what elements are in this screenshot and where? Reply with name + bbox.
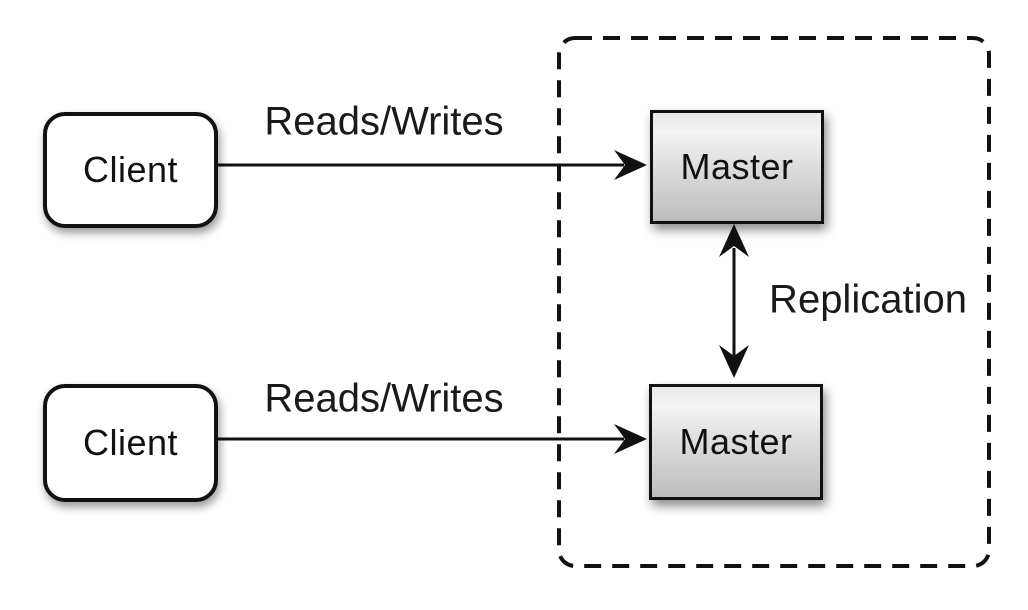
master-node-top: Master [650, 110, 824, 224]
master-node-top-label: Master [680, 146, 794, 187]
reads-writes-arrow-top [210, 150, 647, 180]
client-node-top-label: Client [82, 149, 179, 190]
client-node-top: Client [43, 112, 218, 228]
replication-arrow [719, 224, 749, 378]
replication-label: Replication [769, 277, 967, 322]
master-node-bottom-label: Master [679, 421, 793, 462]
client-node-bottom: Client [43, 384, 218, 502]
arrowhead-right-icon [614, 424, 647, 454]
master-node-bottom: Master [649, 384, 823, 500]
reads-writes-arrow-bottom [210, 424, 647, 454]
reads-writes-label-top: Reads/Writes [264, 99, 504, 144]
client-node-bottom-label: Client [82, 422, 179, 463]
reads-writes-label-bottom: Reads/Writes [264, 376, 504, 421]
master-cluster-dashed-border [557, 36, 991, 568]
arrowhead-up-icon [719, 224, 749, 257]
arrowhead-right-icon [614, 150, 647, 180]
arrowhead-down-icon [719, 345, 749, 378]
